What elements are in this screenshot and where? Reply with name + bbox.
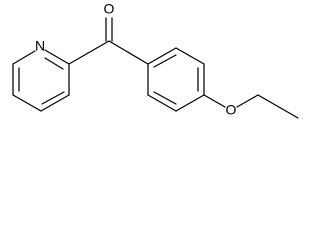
bond-o-ch2 [236,94,259,108]
bond-n-c2 [44,49,70,65]
double-bond-c3-c4-inner [41,91,65,105]
phenyl-ring [147,47,205,112]
double-bond-ph5-ph6-inner [153,91,177,105]
double-bond-n-c2-inner [44,57,64,70]
bond-ph4-o [203,94,226,108]
pyridine-ring [12,49,70,112]
carbonyl-group [68,17,149,65]
molecule-diagram: O N O [12,1,299,119]
ethoxy-group [203,94,299,119]
bond-c6-n [12,50,36,65]
double-bond-ph1-ph2-inner [153,54,177,68]
atom-label-pyridine-nitrogen: N [35,38,45,54]
bond-ph4-ph5 [175,94,205,112]
atom-label-carbonyl-oxygen: O [104,1,115,17]
bond-c4-c5 [12,94,42,112]
bond-carbonyl-phenyl [108,40,149,65]
bond-ph1-ph2 [147,47,177,65]
bond-c3-c4 [40,94,70,112]
bond-ph5-ph6 [147,94,177,112]
bond-c2-carbonyl [68,40,110,65]
atom-label-ether-oxygen: O [226,102,237,118]
structure-svg: O N O [12,1,299,119]
bond-ch2-ch3 [257,94,299,119]
bond-ph2-ph3 [175,47,205,65]
